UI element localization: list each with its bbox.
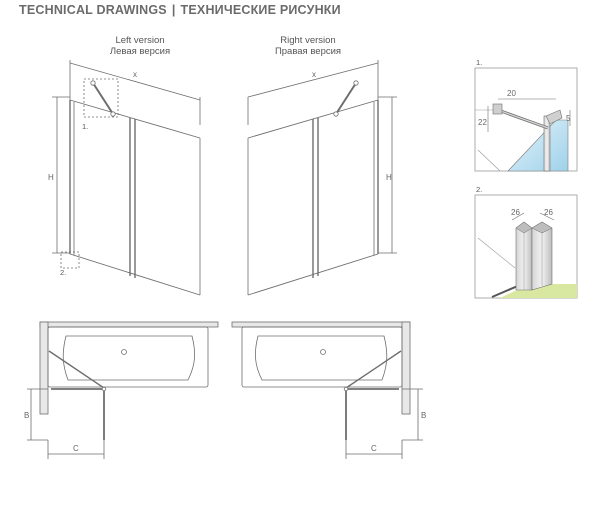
detail-1 (474, 67, 578, 172)
left-width-label: x (133, 70, 137, 79)
left-plan-offset-label: C (73, 444, 79, 453)
left-plan-depth-label: B (24, 411, 29, 420)
left-callout-2: 2. (60, 268, 66, 277)
left-callout-1: 1. (82, 122, 88, 131)
detail-1-label: 1. (476, 58, 482, 67)
detail-2 (474, 194, 578, 299)
detail-1-dim-top: 20 (507, 89, 516, 98)
right-version-caption: Right version Правая версия (258, 35, 358, 57)
left-height-label: H (48, 173, 54, 182)
left-version-caption: Left version Левая версия (95, 35, 185, 57)
page-header: TECHNICAL DRAWINGS | ТЕХНИЧЕСКИЕ РИСУНКИ (19, 3, 341, 17)
detail-1-dim-right: 5 (566, 114, 571, 123)
right-version-title-ru: Правая версия (274, 46, 342, 57)
right-elevation (247, 60, 397, 296)
right-plan (231, 321, 423, 459)
right-plan-depth-label: B (421, 411, 426, 420)
left-version-title-ru: Левая версия (109, 46, 171, 57)
title-separator: | (171, 3, 176, 17)
right-height-label: H (386, 173, 392, 182)
title-ru: ТЕХНИЧЕСКИЕ РИСУНКИ (180, 3, 341, 17)
detail-2-label: 2. (476, 185, 482, 194)
left-plan (27, 321, 219, 459)
left-version-title-en: Left version (115, 35, 165, 46)
title-en: TECHNICAL DRAWINGS (19, 3, 167, 17)
detail-2-dim-b: 26 (544, 208, 553, 217)
right-width-label: x (312, 70, 316, 79)
left-elevation (52, 60, 201, 296)
right-version-title-en: Right version (280, 35, 336, 46)
right-plan-offset-label: C (371, 444, 377, 453)
detail-1-dim-left: 22 (478, 118, 487, 127)
detail-2-dim-a: 26 (511, 208, 520, 217)
